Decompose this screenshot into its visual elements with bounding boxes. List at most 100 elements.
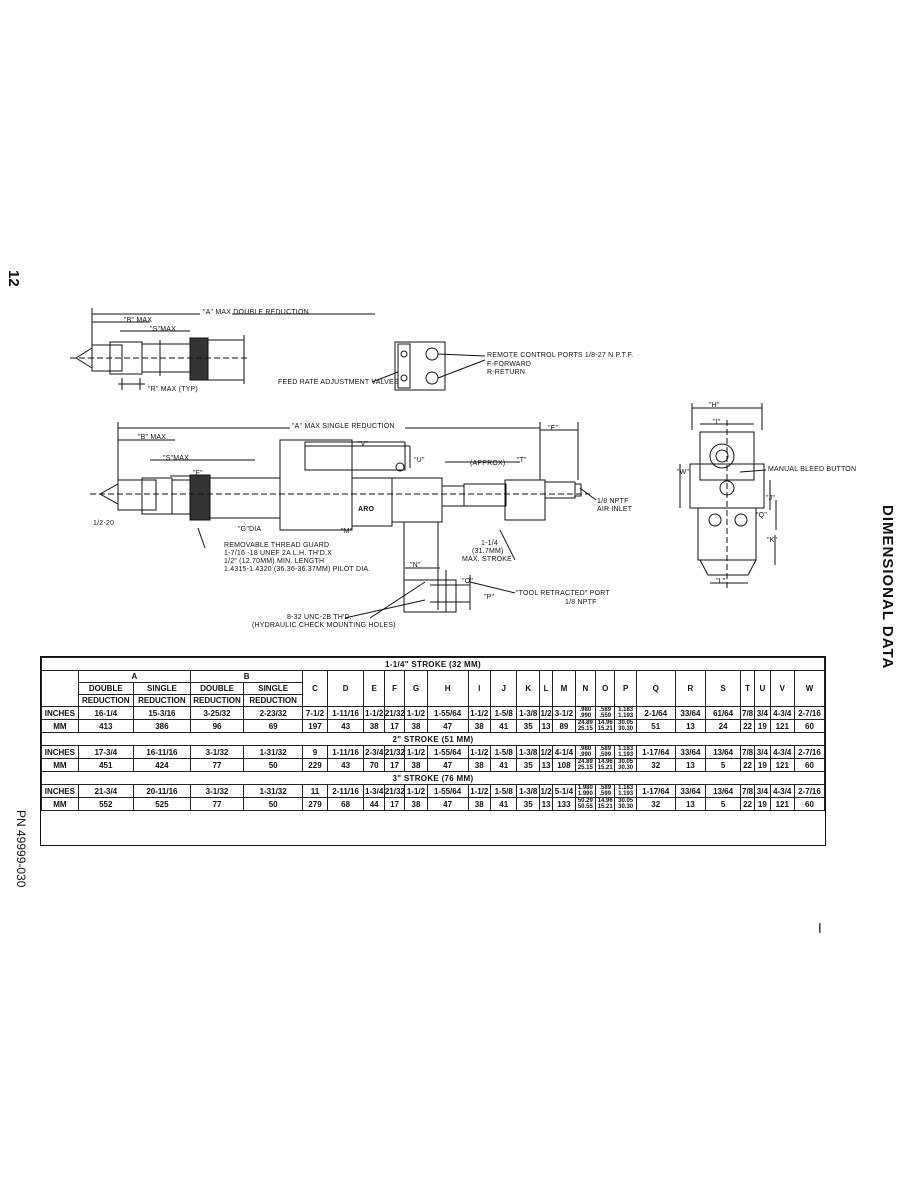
b-single-reduction: REDUCTION	[243, 694, 304, 707]
label-guard-2: 1-7/16 -18 UNEF 2A L.H. TH'D.X	[224, 550, 332, 557]
table-cell: 7-1/2	[302, 706, 328, 720]
table-cell: 121	[769, 797, 795, 811]
table-cell: 1/2	[538, 745, 554, 759]
label-check-2: (HYDRAULIC CHECK MOUNTING HOLES)	[252, 622, 396, 629]
cell-line: 14.96	[597, 759, 613, 766]
table-cell: 19	[754, 797, 771, 811]
table-cell: 1-31/32	[243, 745, 304, 759]
label-a-max-single: "A" MAX SINGLE REDUCTION	[292, 423, 395, 430]
table-cell: 451	[77, 758, 134, 772]
table-cell: 20-11/16	[132, 784, 191, 798]
column-header-g: G	[404, 670, 428, 707]
table-cell: 552	[77, 797, 134, 811]
table-cell: .589.599	[595, 784, 616, 798]
unit-label: MM	[41, 758, 79, 772]
label-guard-4: 1.4315-1.4320 (36.36-36.37MM) PILOT DIA.	[224, 566, 371, 573]
table-cell: 43	[326, 758, 365, 772]
label-guard-3: 1/2" (12.70MM) MIN. LENGTH	[224, 558, 325, 565]
table-cell: 1-5/8	[489, 745, 518, 759]
a-double-reduction: REDUCTION	[77, 694, 134, 707]
table-cell: 22	[739, 797, 756, 811]
table-cell: 21/32	[383, 706, 406, 720]
table-cell: 279	[302, 797, 328, 811]
table-cell: 21-3/4	[77, 784, 134, 798]
cell-line: 30.30	[618, 726, 634, 732]
stray-mark: ǀ	[818, 920, 822, 936]
table-cell: 1-1/2	[404, 784, 428, 798]
table-cell: 1-17/64	[635, 784, 676, 798]
column-header-d: D	[326, 670, 365, 707]
table-cell: 13/64	[705, 784, 741, 798]
label-tool-retracted-2: 1/8 NPTF	[565, 599, 597, 606]
cell-line: 50.29	[577, 798, 593, 805]
column-header-j: J	[489, 670, 518, 707]
label-b-max-2: "B" MAX	[138, 434, 167, 441]
table-cell: 17	[383, 758, 406, 772]
column-header-l: L	[538, 670, 554, 707]
table-cell: 17	[383, 797, 406, 811]
column-header-u: U	[754, 670, 771, 707]
table-cell: 3-1/2	[552, 706, 576, 720]
table-cell: 2-7/16	[793, 745, 826, 759]
table-cell: 21/32	[383, 745, 406, 759]
label-g-dia: "G"DIA	[238, 526, 262, 533]
table-cell: 96	[189, 719, 245, 733]
label-t: "T"	[517, 457, 527, 464]
b-double-header: DOUBLE	[189, 682, 245, 695]
table-cell: 3-1/32	[189, 745, 245, 759]
table-cell: 2-7/16	[793, 706, 826, 720]
unit-label: INCHES	[41, 745, 79, 759]
cell-line: 15.21	[597, 765, 613, 771]
table-cell: 2-1/64	[635, 706, 676, 720]
cell-line: .980	[579, 707, 592, 714]
table-cell: 1-1/2	[467, 745, 491, 759]
single-reduction-drawing	[90, 422, 597, 619]
cell-line: 1.193	[618, 752, 634, 758]
table-cell: 1-31/32	[243, 784, 304, 798]
table-cell: 13	[674, 719, 707, 733]
table-cell: 22	[739, 758, 756, 772]
label-n: "N"	[410, 562, 421, 569]
column-header-n: N	[574, 670, 597, 707]
label-approx: (APPROX)	[470, 460, 506, 467]
table-cell: 1-1/2	[404, 745, 428, 759]
stroke-title-row: 3" STROKE (76 MM)	[41, 771, 825, 785]
cell-line: .990	[579, 752, 592, 758]
table-cell: 1-3/8	[516, 706, 540, 720]
label-feed-rate: FEED RATE ADJUSTMENT VALVES	[278, 379, 399, 386]
label-e: "E"	[548, 425, 559, 432]
table-cell: 1-1/2	[467, 784, 491, 798]
table-cell: 17-3/4	[77, 745, 134, 759]
table-cell: 47	[426, 797, 469, 811]
column-header-s: S	[705, 670, 741, 707]
label-stroke-1: 1-1/4	[481, 540, 498, 547]
table-cell: 38	[404, 797, 428, 811]
table-cell: 2-11/16	[326, 784, 365, 798]
table-cell: 13	[538, 719, 554, 733]
table-cell: 4-3/4	[769, 706, 795, 720]
table-cell: 1-1/2	[404, 706, 428, 720]
group-b-header: B	[189, 670, 304, 683]
table-cell: 77	[189, 797, 245, 811]
table-cell: 7/8	[739, 784, 756, 798]
table-cell: 41	[489, 797, 518, 811]
unit-label: INCHES	[41, 784, 79, 798]
column-header-f: F	[383, 670, 406, 707]
double-reduction-drawing	[70, 308, 375, 390]
cell-line: .599	[599, 791, 612, 797]
column-header-h: H	[426, 670, 469, 707]
table-cell: 32	[635, 758, 676, 772]
label-q: "Q"	[756, 512, 768, 519]
label-j: "J"	[766, 495, 776, 502]
cell-line: .589	[599, 707, 612, 714]
table-cell: 47	[426, 719, 469, 733]
table-cell: 77	[189, 758, 245, 772]
cell-line: .589	[599, 746, 612, 753]
table-cell: 33/64	[674, 706, 707, 720]
